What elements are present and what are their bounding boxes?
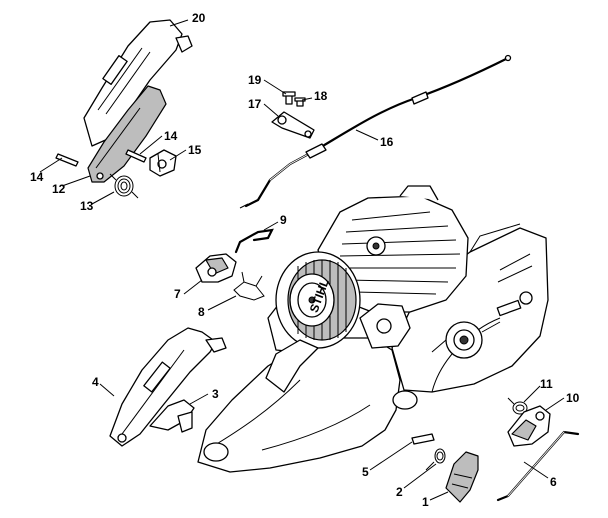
callout-15: 15 xyxy=(188,143,202,157)
lockout-part-3 xyxy=(149,399,195,433)
callout-16: 16 xyxy=(380,135,394,149)
trigger-part-1 xyxy=(445,451,479,503)
throttle-cable-part-16 xyxy=(239,54,512,209)
callout-18: 18 xyxy=(314,89,328,103)
callout-20: 20 xyxy=(192,11,206,25)
callout-12: 12 xyxy=(52,182,66,196)
callout-14-right: 14 xyxy=(164,129,178,143)
callout-8: 8 xyxy=(198,305,205,319)
handle-cover-part-4 xyxy=(109,327,227,447)
rod-part-6 xyxy=(496,430,580,502)
callout-10: 10 xyxy=(566,391,580,405)
pin-part-14-right xyxy=(125,149,147,163)
leader-lines xyxy=(39,19,565,501)
spring-part-8 xyxy=(233,271,265,301)
callout-2: 2 xyxy=(396,485,403,499)
callout-3: 3 xyxy=(212,387,219,401)
callout-7: 7 xyxy=(174,287,181,301)
pin-part-5 xyxy=(411,433,435,445)
callout-4: 4 xyxy=(92,375,99,389)
callout-9: 9 xyxy=(280,213,287,227)
callout-5: 5 xyxy=(362,465,369,479)
screw-part-19 xyxy=(282,91,296,105)
torsion-spring-part-13 xyxy=(109,173,139,199)
callout-labels: 20 19 18 17 16 15 14 14 12 13 9 7 8 4 3 … xyxy=(30,11,580,509)
callout-6: 6 xyxy=(550,475,557,489)
trigger-part-7 xyxy=(195,253,237,283)
callout-13: 13 xyxy=(80,199,94,213)
callout-17: 17 xyxy=(248,97,262,111)
spring-part-2 xyxy=(425,448,446,471)
block-part-15 xyxy=(149,149,177,177)
callout-19: 19 xyxy=(248,73,262,87)
engine-housing: STIHL xyxy=(197,185,549,473)
callout-14-left: 14 xyxy=(30,170,44,184)
lever-part-17 xyxy=(271,111,315,139)
pin-part-14-left xyxy=(55,153,79,167)
callout-11: 11 xyxy=(540,377,553,391)
bracket-part-10 xyxy=(507,405,551,447)
handle-shroud-part-12 xyxy=(87,85,167,183)
rod-part-9 xyxy=(234,228,274,254)
callout-1: 1 xyxy=(422,495,429,509)
